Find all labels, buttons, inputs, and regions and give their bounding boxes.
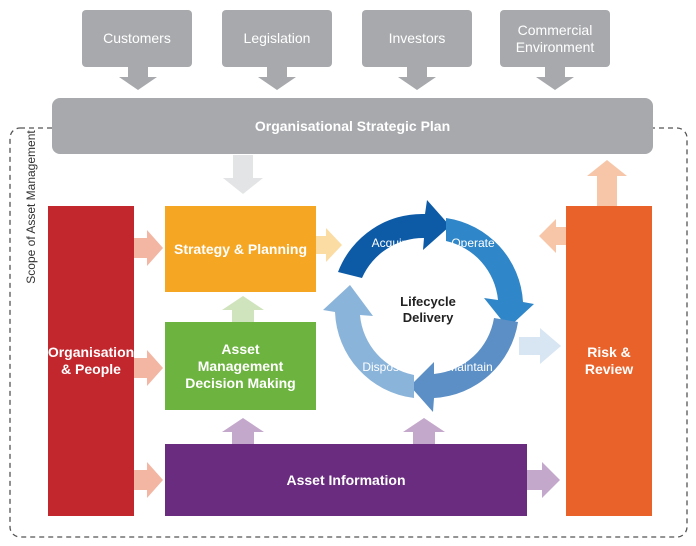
segment-operate <box>446 218 534 328</box>
block-risk-review: Risk & Review <box>566 206 652 516</box>
arrow-decision-to-strategy <box>222 296 264 322</box>
stage-operate: Operate <box>451 236 495 250</box>
arrow-strategy-to-lifecycle <box>316 228 342 262</box>
stage-maintain: Maintain <box>447 360 493 374</box>
arrow-info-to-risk <box>527 462 560 498</box>
segment-acquire <box>338 200 450 278</box>
arrow-org-to-decision <box>134 350 163 386</box>
stage-dispose: Dispose <box>362 360 406 374</box>
segment-dispose <box>323 285 414 398</box>
stage-acquire: Acquire <box>371 236 413 250</box>
arrow-plan-to-strategy <box>223 155 263 194</box>
arrow-org-to-strategy <box>134 230 163 266</box>
arrow-lifecycle-to-risk <box>519 328 561 364</box>
block-organisation-people: Organisation & People <box>48 206 134 516</box>
input-customers: Customers <box>82 10 192 67</box>
arrow-info-to-decision <box>222 418 264 444</box>
arrow-risk-to-strategy <box>539 219 566 253</box>
block-decision-making: Asset Management Decision Making <box>165 322 316 410</box>
strategic-plan-bar: Organisational Strategic Plan <box>52 98 653 154</box>
arrow-info-to-lifecycle <box>403 418 445 444</box>
arrow-investors <box>398 67 436 90</box>
block-strategy-planning: Strategy & Planning <box>165 206 316 292</box>
input-investors: Investors <box>362 10 472 67</box>
arrow-risk-to-plan <box>587 160 627 206</box>
input-commercial-environment: Commercial Environment <box>500 10 610 67</box>
input-legislation: Legislation <box>222 10 332 67</box>
arrow-org-to-information <box>134 462 163 498</box>
arrow-legislation <box>258 67 296 90</box>
arrow-commercial <box>536 67 574 90</box>
lifecycle-center-label: Lifecycle Delivery <box>400 294 456 325</box>
arrow-customers <box>119 67 157 90</box>
segment-maintain <box>410 318 518 412</box>
block-asset-information: Asset Information <box>165 444 527 516</box>
